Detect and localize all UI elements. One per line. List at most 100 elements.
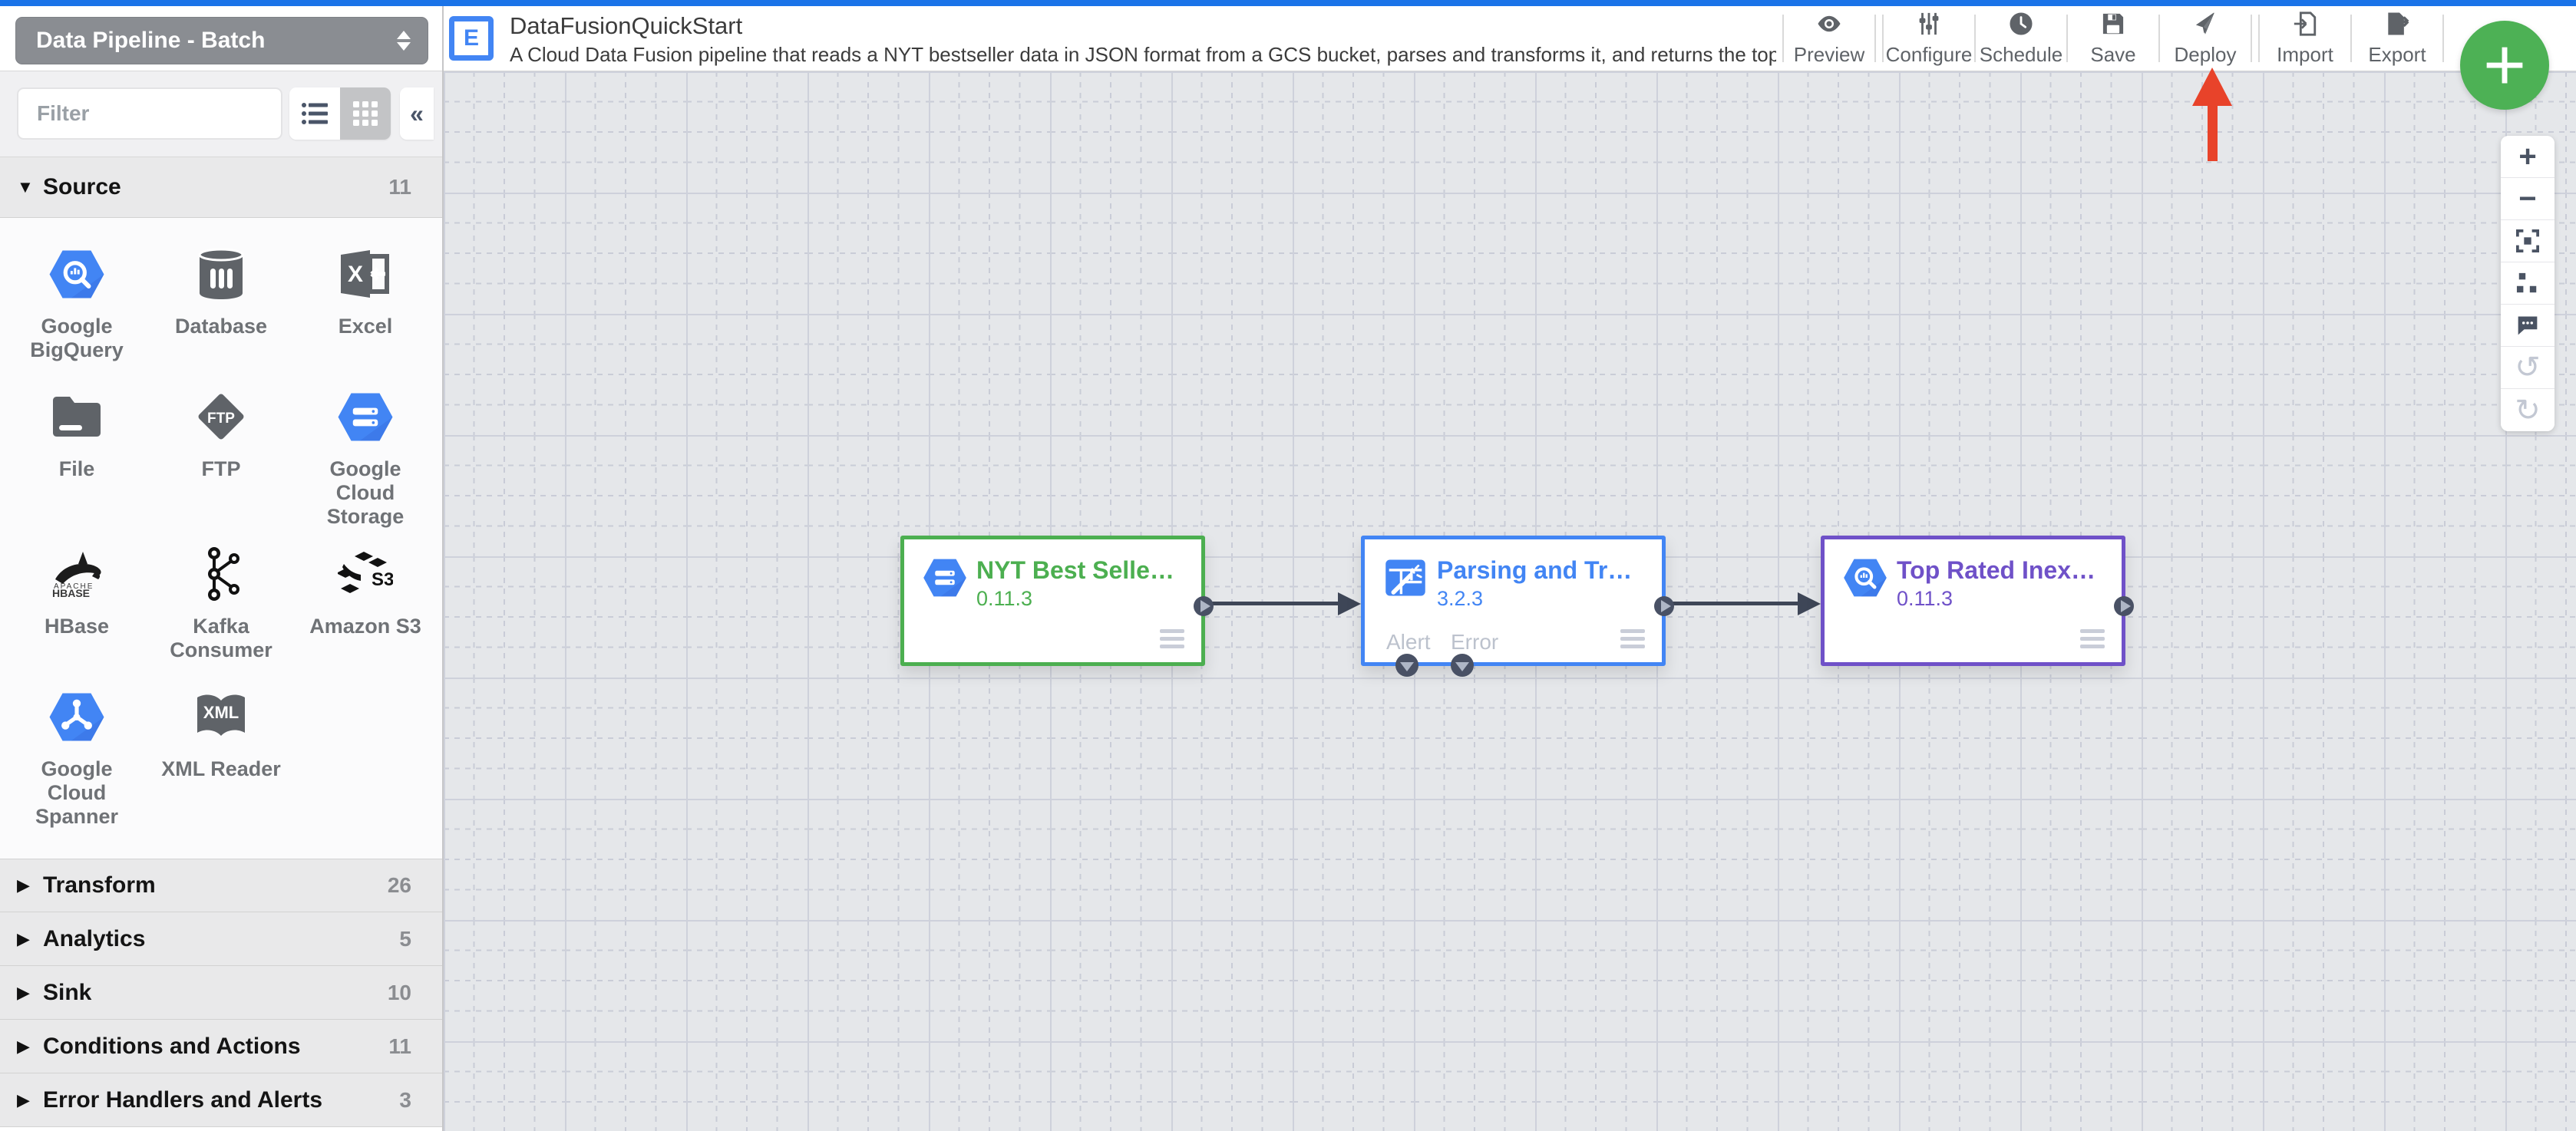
fit-to-screen-icon [2516,229,2539,252]
undo-button[interactable]: ↺ [2501,347,2555,389]
section-header-error-handlers-and-alerts[interactable]: ▶ Error Handlers and Alerts 3 [0,1073,442,1127]
wrangler-icon [1385,559,1425,596]
hbase-orca-icon: APACHE HBASE [47,544,107,604]
configure-button[interactable]: Configure [1884,6,1974,71]
caret-right-icon: ▶ [17,1036,30,1056]
node-bigquery-sink[interactable]: Top Rated Inex… 0.11.3 [1821,536,2134,666]
svg-text:S3: S3 [372,569,393,590]
section-header-analytics[interactable]: ▶ Analytics 5 [0,912,442,966]
preview-button[interactable]: Preview [1784,6,1874,71]
plugin-filter-row: « [0,71,442,157]
schedule-button[interactable]: Schedule [1976,6,2066,71]
caret-right-icon: ▶ [17,875,30,895]
sliders-icon [1919,12,1939,35]
plugin-kafka-consumer[interactable]: Kafka Consumer [149,529,293,671]
toolbar-divider [1874,15,1876,62]
toolbar-divider [2258,15,2260,62]
export-button[interactable]: Export [2352,6,2442,71]
error-port[interactable] [1451,654,1474,677]
grid-view-button[interactable] [340,87,391,140]
spanner-icon [47,687,107,747]
toolbar-divider [1882,15,1884,62]
fit-to-screen-button[interactable] [2501,220,2555,262]
clock-icon [2010,12,2033,35]
node-version: 0.11.3 [976,587,1033,610]
comment-icon [2518,316,2538,335]
deploy-button[interactable]: Deploy [2160,6,2251,71]
plugin-filter-input[interactable] [17,87,282,140]
gcs-icon [335,387,395,447]
paper-plane-icon [2195,12,2214,35]
svg-text:FTP: FTP [207,411,235,427]
alert-port[interactable] [1395,654,1418,677]
node-version: 0.11.3 [1897,587,1953,610]
plugin-google-bigquery[interactable]: Google BigQuery [5,229,149,371]
node-title: Parsing and Tr… [1437,556,1633,584]
cdap-logo-icon: E [449,16,494,61]
svg-text:APACHE: APACHE [54,582,94,591]
node-output-port[interactable] [1194,596,1214,616]
section-count: 5 [399,926,411,951]
connection-node2-node3[interactable] [1666,602,1799,605]
plugin-sidebar: Data Pipeline - Batch [0,6,444,1131]
import-icon [2294,11,2317,36]
import-button[interactable]: Import [2260,6,2350,71]
toolbar-divider [2251,15,2252,62]
plugin-xml-reader[interactable]: XML XML Reader [149,671,293,829]
sidebar-collapse-button[interactable]: « [400,87,434,140]
node-output-port[interactable] [2114,596,2134,616]
node-menu-icon[interactable] [2080,629,2105,648]
section-header-conditions-and-actions[interactable]: ▶ Conditions and Actions 11 [0,1020,442,1073]
plugin-google-cloud-spanner[interactable]: Google Cloud Spanner [5,671,149,829]
add-plugin-fab[interactable]: + [2460,21,2549,110]
canvas-zoom-toolbar: + − ↺ ↻ [2501,136,2555,431]
comment-button[interactable] [2501,305,2555,347]
section-header-transform[interactable]: ▶ Transform 26 [0,859,442,912]
select-arrows-icon [397,31,411,51]
zoom-in-button[interactable]: + [2501,136,2555,178]
alert-port-label: Alert [1386,630,1431,654]
gcs-icon [923,559,966,597]
toolbar-divider [2066,15,2068,62]
pipeline-type-select[interactable]: Data Pipeline - Batch [15,17,428,64]
svg-text:X: X [348,262,363,287]
auto-align-button[interactable] [2501,262,2555,305]
plugin-file[interactable]: File [5,371,149,529]
plugin-amazon-s3[interactable]: S3 Amazon S3 [293,529,438,671]
pipeline-canvas[interactable]: NYT Best Selle… 0.11.3 Parsing and Tr… 3… [444,71,2576,1131]
list-view-button[interactable] [289,87,340,140]
node-menu-icon[interactable] [1160,629,1184,648]
bigquery-icon [1844,559,1887,597]
redo-button[interactable]: ↻ [2501,389,2555,431]
section-count: 3 [399,1087,411,1112]
node-output-port[interactable] [1654,596,1674,616]
caret-right-icon: ▶ [17,982,30,1002]
header-actions-toolbar: Preview Configure Schedule [1782,6,2444,71]
plugin-google-cloud-storage[interactable]: Google Cloud Storage [293,371,438,529]
database-icon [191,244,251,304]
node-wrangler-transform[interactable]: Parsing and Tr… 3.2.3 Alert Error [1361,536,1674,677]
node-menu-icon[interactable] [1620,629,1645,648]
section-header-source[interactable]: ▼ Source 11 [0,157,442,218]
toolbar-divider [2158,15,2160,62]
node-title: NYT Best Selle… [976,556,1174,584]
node-gcs-source[interactable]: NYT Best Selle… 0.11.3 [900,536,1214,666]
pipeline-type-row: Data Pipeline - Batch [0,6,442,71]
section-header-sink[interactable]: ▶ Sink 10 [0,966,442,1020]
plugin-database[interactable]: Database [149,229,293,371]
section-count: 26 [387,873,411,897]
save-button[interactable]: Save [2068,6,2158,71]
export-icon [2388,12,2409,35]
toolbar-divider [1974,15,1976,62]
plugin-ftp[interactable]: FTP FTP [149,371,293,529]
align-nodes-icon [2516,272,2537,293]
plugin-excel[interactable]: X Excel [293,229,438,371]
xml-icon: XML [191,687,251,747]
zoom-out-button[interactable]: − [2501,178,2555,220]
connection-node1-node2[interactable] [1205,602,1339,605]
eye-icon [1818,15,1841,31]
bigquery-icon [47,244,107,304]
caret-right-icon: ▶ [17,1090,30,1110]
plugin-hbase[interactable]: APACHE HBASE HBase [5,529,149,671]
